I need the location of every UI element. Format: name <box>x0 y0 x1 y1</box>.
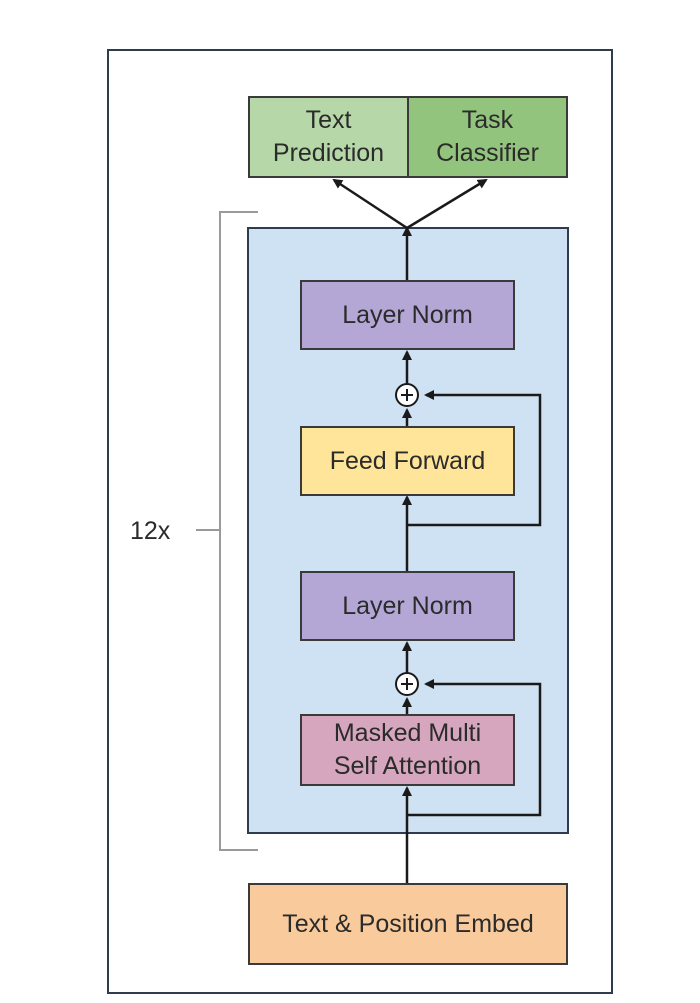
arrow-to-task-classifier <box>406 178 488 230</box>
residual-connection-top <box>407 390 542 527</box>
layer-norm-top: Layer Norm <box>300 280 515 350</box>
text-position-embed: Text & Position Embed <box>248 883 568 965</box>
repeat-bracket <box>196 211 258 851</box>
residual-add-top-icon <box>395 383 419 407</box>
text-prediction-head: Text Prediction <box>248 96 409 178</box>
task-classifier-head: Task Classifier <box>407 96 568 178</box>
feed-forward: Feed Forward <box>300 426 515 496</box>
residual-add-bottom-icon <box>395 672 419 696</box>
layer-norm-bottom: Layer Norm <box>300 571 515 641</box>
repeat-count-label: 12x <box>130 517 171 545</box>
masked-multi-self-attention: Masked Multi Self Attention <box>300 714 515 786</box>
residual-connection-bottom <box>407 679 542 817</box>
arrow-to-text-prediction <box>332 178 408 230</box>
